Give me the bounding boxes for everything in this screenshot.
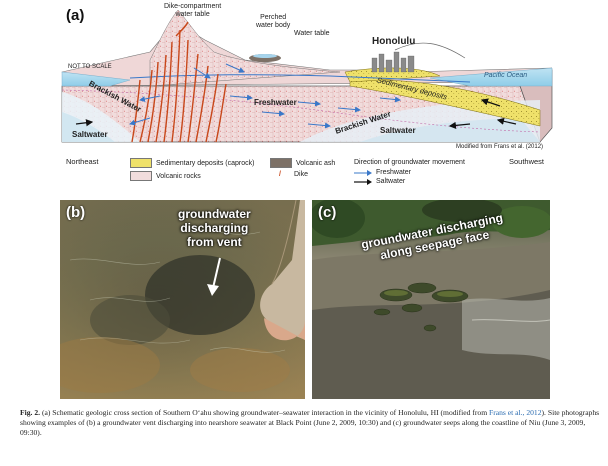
legend-freshwater-arrow: Freshwater <box>354 169 411 176</box>
caption-text-1: (a) Schematic geologic cross section of … <box>40 408 490 417</box>
legend-sedimentary: Sedimentary deposits (caprock) <box>130 158 254 168</box>
water-table-label: Water table <box>294 30 330 37</box>
legend-dike: / Dike <box>270 171 308 178</box>
photo-panel-c: (c) groundwater discharging along seepag… <box>312 200 550 399</box>
figure-caption: Fig. 2. (a) Schematic geologic cross sec… <box>20 408 600 438</box>
cross-section-diagram <box>61 9 553 143</box>
panel-c-label: (c) <box>318 204 337 221</box>
source-credit-label: Modified from Frans et al. (2012) <box>456 144 544 150</box>
groundwater-vent-photo <box>60 200 305 399</box>
saltwater-right-label: Saltwater <box>380 126 416 135</box>
southwest-label: Southwest <box>509 157 545 166</box>
panel-a-label: (a) <box>66 7 85 24</box>
not-to-scale-label: NOT TO SCALE <box>68 64 112 70</box>
photo-panel-b: (b) groundwater discharging from vent <box>60 200 305 399</box>
sedimentary-swatch <box>130 158 152 168</box>
vent-annotation: groundwater discharging from vent <box>178 207 251 249</box>
figure-number: Fig. 2. <box>20 408 41 417</box>
seepage-face-photo <box>312 200 550 399</box>
northeast-label: Northeast <box>66 157 99 166</box>
volcanic-rocks-swatch <box>130 171 152 181</box>
legend-volcanic-rocks: Volcanic rocks <box>130 171 201 181</box>
dike-icon: / <box>279 171 281 178</box>
citation-link[interactable]: Frans et al., 2012 <box>489 408 542 417</box>
honolulu-label: Honolulu <box>372 36 416 47</box>
direction-legend-title: Direction of groundwater movement <box>354 159 465 166</box>
volcanic-ash-swatch <box>270 158 292 168</box>
perched-water-label: Perched water body <box>256 14 291 29</box>
legend-saltwater-arrow: Saltwater <box>354 178 405 185</box>
pacific-ocean-label: Pacific Ocean <box>484 72 528 79</box>
legend-volcanic-ash: Volcanic ash <box>270 158 335 168</box>
freshwater-label: Freshwater <box>254 98 297 107</box>
saltwater-left-label: Saltwater <box>72 130 108 139</box>
panel-b-label: (b) <box>66 204 86 221</box>
saltwater-arrow-icon <box>354 178 372 185</box>
caption-text-2: ). Site photographs showing examples of … <box>20 408 600 437</box>
figure-panel-a: (a) <box>0 0 608 200</box>
dike-water-table-label: Dike-compartment water table <box>164 3 222 18</box>
freshwater-arrow-icon <box>354 169 372 176</box>
